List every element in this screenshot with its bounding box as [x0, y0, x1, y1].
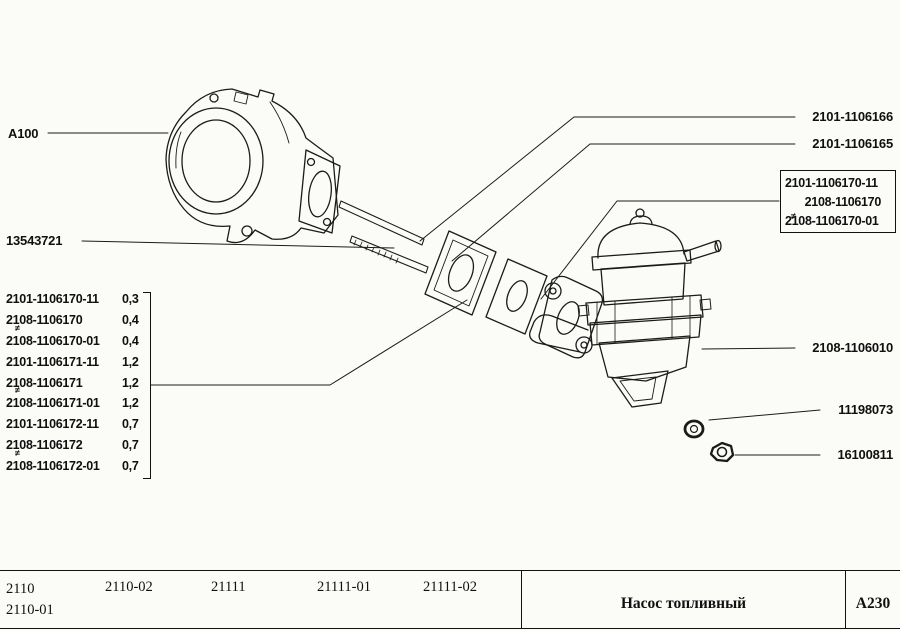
model-cell: 2110 2110-01 [0, 571, 99, 628]
callout-nut: 16100811 [837, 447, 893, 462]
thickness-value: 1,2 [122, 354, 139, 369]
sheet-code: А230 [845, 571, 900, 628]
list-item: 2108-1106170 0,4 ≠ [6, 310, 156, 333]
model-cell: 21111-02 [423, 579, 477, 595]
footnote-marker: ≠ [791, 211, 796, 221]
gasket-thickness-list: 2101-1106170-11 0,3 2108-1106170 0,4 ≠ 2108… [6, 289, 156, 476]
model-number: 2110-01 [6, 602, 54, 618]
thickness-value: 0,7 [122, 437, 139, 452]
thickness-value: 1,2 [122, 396, 139, 411]
part-number: 2108-1106172 [6, 437, 83, 452]
part-number: 2108-1106170-01 [6, 333, 100, 348]
part-number: 2108-1106172-01 [6, 458, 100, 473]
part-number: 2101-1106170-11 [785, 176, 878, 190]
footnote-marker: ≠ [15, 447, 20, 458]
leader-lines [47, 116, 821, 456]
callout-housing: A100 [8, 126, 39, 141]
part-number: 2101-1106170-11 [6, 292, 99, 307]
thickness-value: 1,2 [122, 375, 139, 390]
studs-drawing [338, 200, 429, 274]
callout-stud-upper: 2101-1106166 [812, 109, 893, 124]
part-number: 2108-1106170-01 [785, 214, 879, 228]
model-cell: 21111 [211, 579, 246, 595]
variant-part-box: 2101-1106170-11 2108-1106170 2108-110617… [780, 170, 896, 233]
part-number: 2108-1106170 [6, 313, 83, 328]
list-item: 2101-1106170-11 0,3 [6, 289, 156, 310]
thickness-value: 0,7 [122, 417, 139, 432]
model-cell: 2110-02 [105, 579, 153, 595]
list-bracket [143, 292, 151, 479]
list-item: 2101-1106171-11 1,2 [6, 351, 156, 372]
list-item: 2108-1106170-01 0,4 [6, 331, 156, 352]
callout-pump: 2108-1106010 [812, 340, 893, 355]
footnote-marker: ≠ [15, 385, 20, 396]
footer-table: 2110 2110-01 2110-02 21111 21111-01 2111… [0, 570, 900, 629]
list-item: 2101-1106172-11 0,7 [6, 414, 156, 435]
footnote-marker: ≠ [15, 322, 20, 333]
list-item: 2108-1106171-01 1,2 [6, 393, 156, 414]
thickness-value: 0,4 [122, 313, 139, 328]
assembly-title: Насос топливный [521, 571, 845, 628]
part-number: 2108-1106170 [804, 195, 882, 209]
part-number: 2101-1106171-11 [6, 354, 99, 369]
model-number: 2110 [6, 581, 35, 597]
list-item: 2108-1106172-01 0,7 [6, 455, 156, 476]
callout-washer: 11198073 [838, 402, 893, 417]
washer-nut-drawing [683, 419, 735, 463]
callout-stud-bolt: 13543721 [6, 233, 63, 248]
list-item: 2108-1106172 0,7 ≠ [6, 435, 156, 458]
housing-drawing [165, 88, 341, 244]
part-number: 2101-1106172-11 [6, 417, 99, 432]
fuel-pump-drawing [529, 208, 722, 408]
part-number: 2108-1106171-01 [6, 396, 100, 411]
list-item: 2108-1106171 1,2 ≠ [6, 372, 156, 396]
thickness-value: 0,7 [122, 458, 139, 473]
thickness-value: 0,4 [122, 333, 139, 348]
thickness-value: 0,3 [122, 292, 139, 307]
model-cell: 21111-01 [317, 579, 371, 595]
callout-stud-lower: 2101-1106165 [812, 136, 893, 151]
spacer-gasket-drawing [424, 230, 604, 359]
part-number: 2108-1106171 [6, 375, 83, 390]
